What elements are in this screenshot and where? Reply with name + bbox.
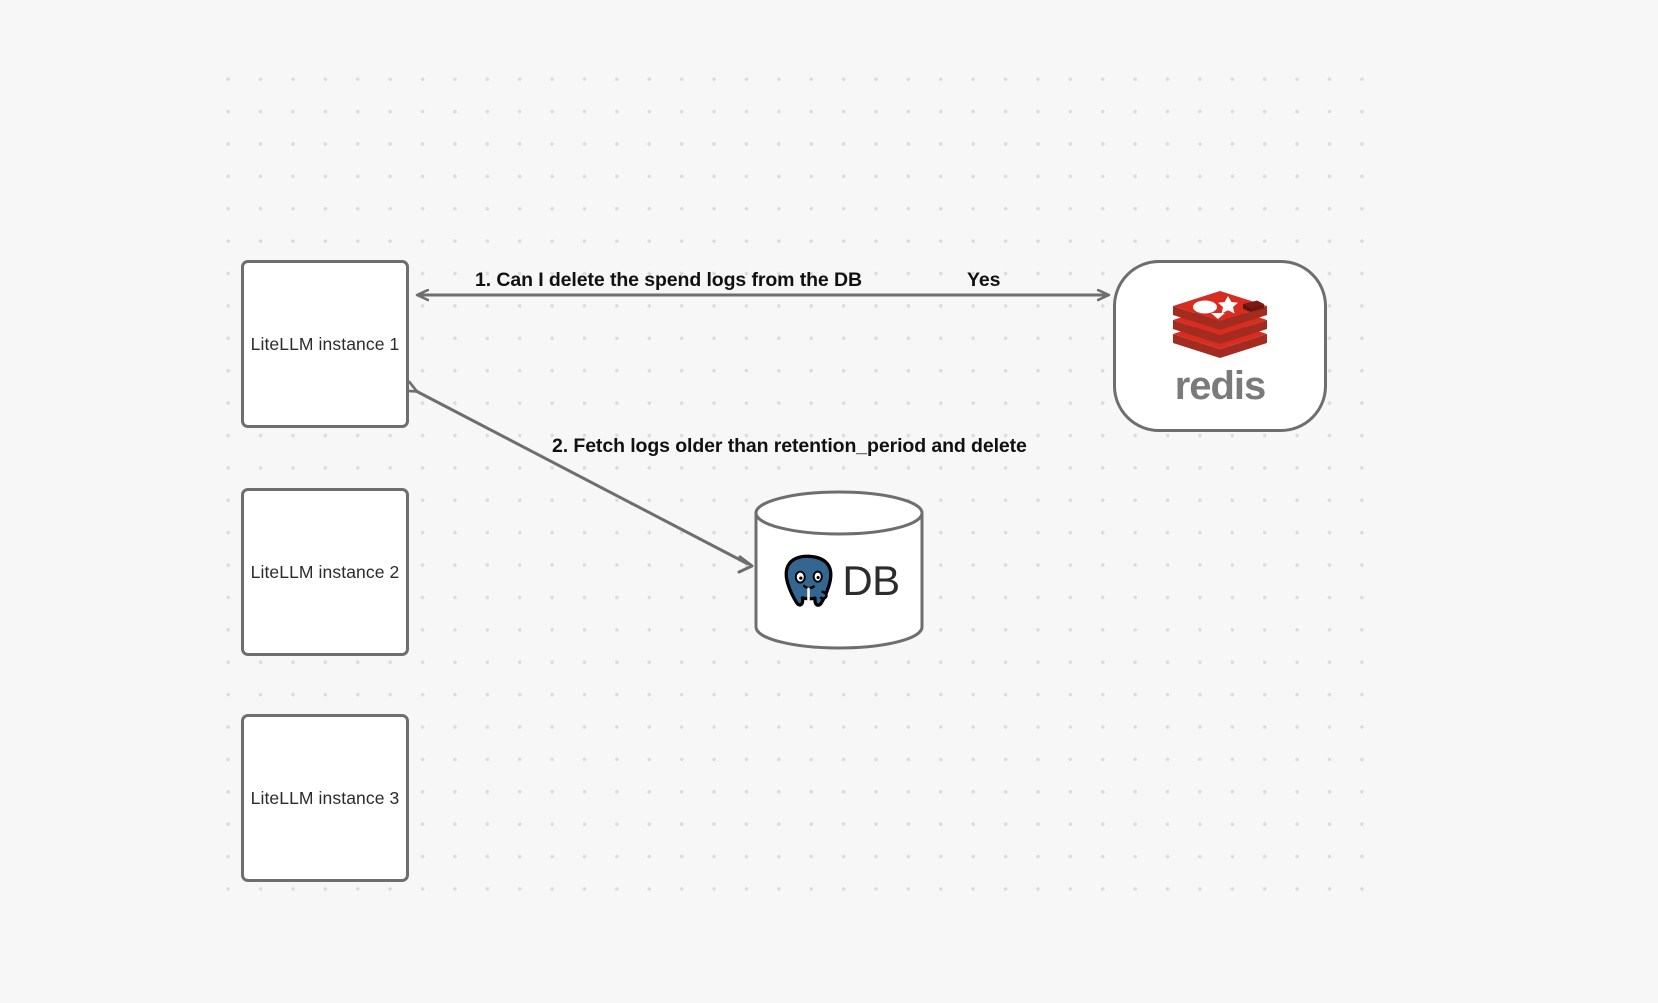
node-litellm-instance-3[interactable]: LiteLLM instance 3 bbox=[241, 714, 409, 882]
edge-label-step-1: 1. Can I delete the spend logs from the … bbox=[475, 269, 862, 291]
edge-label-reply-yes: Yes bbox=[967, 269, 1001, 291]
node-label: LiteLLM instance 3 bbox=[250, 787, 400, 808]
postgresql-elephant-icon bbox=[784, 554, 833, 607]
node-litellm-instance-1[interactable]: LiteLLM instance 1 bbox=[241, 260, 409, 428]
redis-cube-icon bbox=[1173, 291, 1267, 358]
node-label: LiteLLM instance 1 bbox=[250, 333, 400, 354]
node-label: LiteLLM instance 2 bbox=[250, 561, 400, 582]
cylinder-shape bbox=[754, 490, 924, 650]
node-litellm-instance-2[interactable]: LiteLLM instance 2 bbox=[241, 488, 409, 656]
redis-wordmark: redis bbox=[1174, 364, 1267, 408]
database-logo-row: DB bbox=[753, 489, 925, 651]
node-database[interactable]: DB bbox=[753, 489, 925, 651]
database-label: DB bbox=[842, 557, 900, 604]
edge-database-instance1 bbox=[416, 391, 754, 574]
redis-logo: redis bbox=[1165, 286, 1275, 406]
edge-label-step-2: 2. Fetch logs older than retention_perio… bbox=[552, 435, 1027, 457]
node-redis[interactable]: redis bbox=[1113, 260, 1327, 432]
